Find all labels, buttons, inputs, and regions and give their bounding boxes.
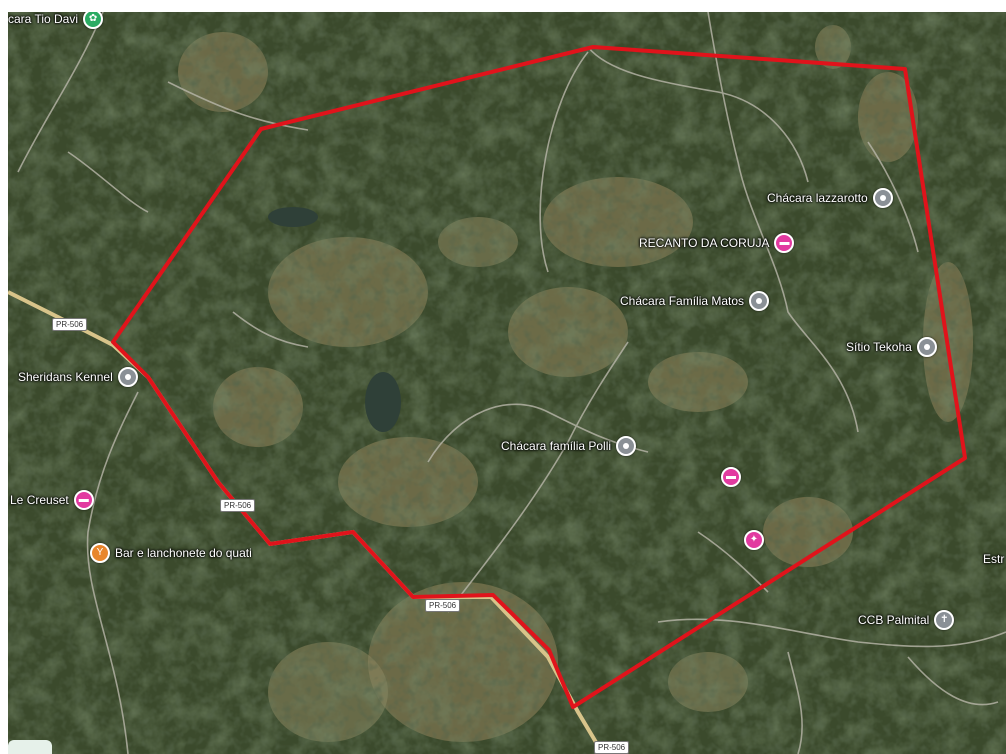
location-dot-icon: [616, 436, 637, 456]
place-label: RECANTO DA CORUJA: [639, 236, 770, 250]
road-shield-pr-506: PR-506: [52, 318, 88, 331]
hotel-bed-icon: ▬: [774, 233, 795, 253]
place-label: Sheridans Kennel: [18, 370, 113, 384]
place-label: Chácara lazzarotto: [767, 191, 868, 205]
location-dot-icon: [749, 291, 770, 311]
location-dot-icon: [872, 188, 893, 208]
road-shield-pr-506: PR-506: [220, 499, 256, 512]
place-chacara-familia-polli[interactable]: Chácara família Polli: [501, 436, 637, 456]
cross-icon: ✝: [934, 610, 955, 630]
place-sheridans-kennel[interactable]: Sheridans Kennel: [18, 367, 138, 387]
sparkle-icon: ✦: [744, 530, 764, 550]
pond: [365, 372, 401, 432]
place-label: Estr: [983, 552, 1005, 566]
place-label: o Le Creuset: [8, 493, 69, 507]
place-label: CCB Palmital: [858, 613, 930, 627]
place-ccb-palmital[interactable]: CCB Palmital ✝: [858, 610, 955, 630]
place-estr[interactable]: Estr: [983, 552, 1004, 566]
road-shield-pr-506: PR-506: [425, 599, 461, 612]
place-chacara-tio-davi[interactable]: cara Tio Davi ✿: [8, 12, 104, 29]
hotel-pin[interactable]: ▬: [721, 467, 741, 487]
place-chacara-familia-matos[interactable]: Chácara Família Matos: [620, 291, 770, 311]
hotel-bed-icon: ▬: [73, 490, 94, 510]
location-dot-icon: [916, 337, 937, 357]
place-bar-lanchonete[interactable]: Bar e lanchonete do quati Y: [90, 543, 252, 563]
place-label: Sítio Tekoha: [846, 340, 912, 354]
place-chacara-lazzarotto[interactable]: Chácara lazzarotto: [767, 188, 893, 208]
cocktail-icon: Y: [90, 543, 110, 563]
place-recanto-da-coruja[interactable]: RECANTO DA CORUJA ▬: [639, 233, 795, 253]
map-imagery: [8, 12, 1006, 754]
place-le-creuset[interactable]: o Le Creuset ▬: [8, 490, 94, 510]
attraction-pin[interactable]: ✦: [744, 530, 764, 550]
place-sitio-tekoha[interactable]: Sítio Tekoha: [846, 337, 937, 357]
place-label: cara Tio Davi: [8, 12, 79, 26]
location-dot-icon: [117, 367, 138, 387]
satellite-map[interactable]: PR-506 PR-506 PR-506 PR-506 cara Tio Dav…: [8, 12, 1006, 754]
hotel-bed-icon: ▬: [721, 467, 741, 487]
place-label: Bar e lanchonete do quati: [115, 546, 252, 560]
place-label: Chácara família Polli: [501, 439, 612, 453]
pond: [268, 207, 318, 227]
road-shield-pr-506: PR-506: [594, 741, 630, 754]
flower-icon: ✿: [83, 12, 104, 29]
area-boundary-polygon[interactable]: [111, 45, 967, 709]
map-layers-button[interactable]: [8, 740, 52, 754]
place-label: Chácara Família Matos: [620, 294, 745, 308]
